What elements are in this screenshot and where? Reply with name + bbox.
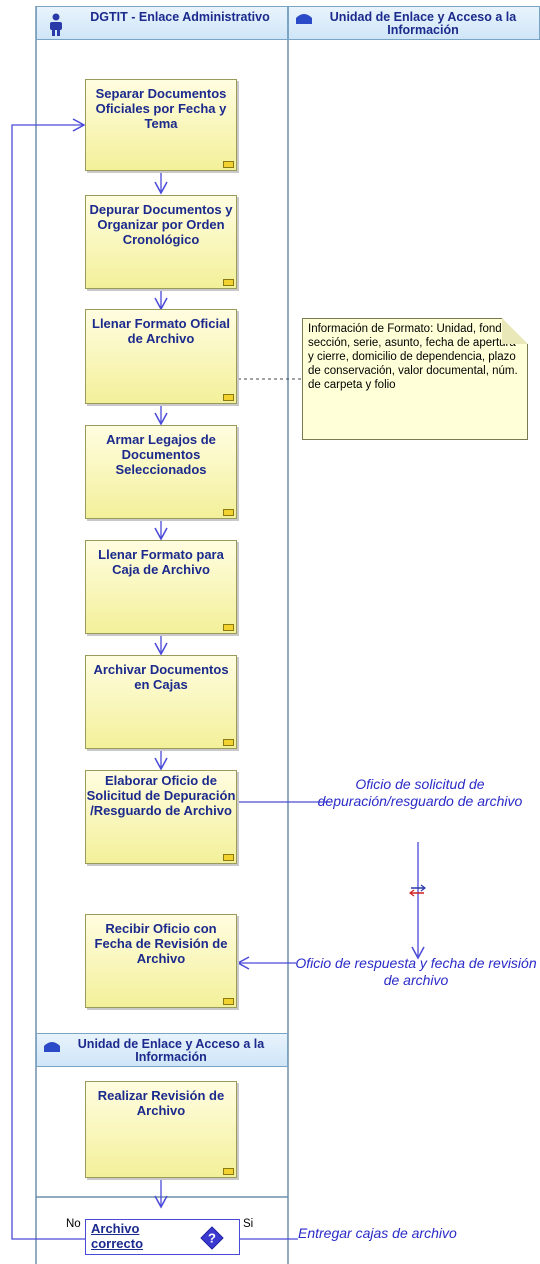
subprocess-icon — [223, 998, 234, 1005]
lane-header-dgtit: DGTIT - Enlace Administrativo — [36, 6, 288, 40]
activity-llenar-formato-caja[interactable]: Llenar Formato para Caja de Archivo — [85, 540, 237, 634]
message-outgoing-label: Oficio de solicitud de depuración/resgua… — [317, 776, 523, 809]
subprocess-icon — [223, 624, 234, 631]
activity-label: Recibir Oficio con Fecha de Revisión de … — [94, 921, 228, 966]
activity-elaborar-oficio[interactable]: Elaborar Oficio de Solicitud de Depuraci… — [85, 770, 237, 864]
activity-armar-legajos[interactable]: Armar Legajos de Documentos Seleccionado… — [85, 425, 237, 519]
activity-label: Llenar Formato Oficial de Archivo — [92, 316, 230, 346]
activity-label: Depurar Documentos y Organizar por Orden… — [89, 202, 233, 247]
lane-header-unidad-inner: Unidad de Enlace y Acceso a la Informaci… — [36, 1033, 288, 1067]
question-diamond-icon: ? — [200, 1226, 224, 1250]
subprocess-icon — [223, 161, 234, 168]
note-text: Información de Formato: Unidad, fondo, s… — [308, 323, 518, 391]
activity-archivar-documentos[interactable]: Archivar Documentos en Cajas — [85, 655, 237, 749]
activity-realizar-revision[interactable]: Realizar Revisión de Archivo — [85, 1081, 237, 1178]
activity-llenar-formato-oficial[interactable]: Llenar Formato Oficial de Archivo — [85, 309, 237, 404]
decision-yes-label: Si — [243, 1218, 254, 1230]
activity-label: Elaborar Oficio de Solicitud de Depuraci… — [86, 773, 236, 818]
message-deliver-label: Entregar cajas de archivo — [298, 1225, 457, 1241]
decision-no-label: No — [66, 1218, 81, 1230]
activity-label: Separar Documentos Oficiales por Fecha y… — [95, 86, 227, 131]
activity-label: Armar Legajos de Documentos Seleccionado… — [106, 432, 216, 477]
note-fold — [502, 318, 528, 344]
message-incoming-label: Oficio de respuesta y fecha de revisión … — [295, 955, 537, 988]
house-icon — [44, 1042, 60, 1052]
note-informacion-formato: Información de Formato: Unidad, fondo, s… — [302, 318, 528, 440]
svg-text:?: ? — [208, 1231, 216, 1246]
subprocess-icon — [223, 279, 234, 286]
lane-title-unidad-top: Unidad de Enlace y Acceso a la Informaci… — [329, 10, 517, 37]
lane-title-dgtit: DGTIT - Enlace Administrativo — [90, 10, 270, 24]
subprocess-icon — [223, 394, 234, 401]
decision-label: Archivo correcto — [91, 1221, 144, 1251]
activity-label: Archivar Documentos en Cajas — [93, 662, 229, 692]
subprocess-icon — [223, 739, 234, 746]
subprocess-icon — [223, 854, 234, 861]
activity-depurar-documentos[interactable]: Depurar Documentos y Organizar por Orden… — [85, 195, 237, 289]
subprocess-icon — [223, 1168, 234, 1175]
activity-label: Llenar Formato para Caja de Archivo — [98, 547, 224, 577]
lane-header-unidad-top: Unidad de Enlace y Acceso a la Informaci… — [288, 6, 540, 40]
decision-archivo-correcto[interactable]: Archivo correcto ? — [85, 1219, 240, 1255]
activity-label: Realizar Revisión de Archivo — [97, 1088, 225, 1118]
activity-separar-documentos[interactable]: Separar Documentos Oficiales por Fecha y… — [85, 79, 237, 171]
house-icon — [296, 14, 312, 24]
lane-title-unidad-inner: Unidad de Enlace y Acceso a la Informaci… — [77, 1037, 265, 1064]
activity-recibir-oficio[interactable]: Recibir Oficio con Fecha de Revisión de … — [85, 914, 237, 1008]
subprocess-icon — [223, 509, 234, 516]
exchange-icon — [409, 884, 426, 897]
person-icon — [50, 13, 62, 36]
